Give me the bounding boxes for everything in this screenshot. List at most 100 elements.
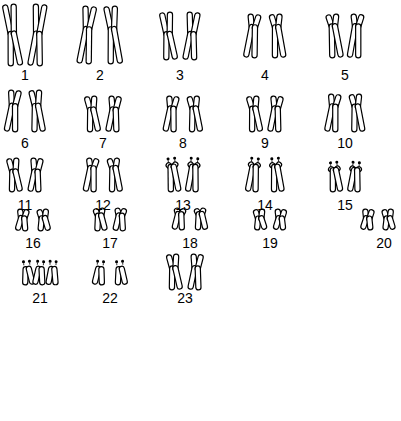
- chromosome: [31, 161, 41, 190]
- satellite: [121, 260, 124, 263]
- chromosome-number: 13: [175, 197, 191, 213]
- chromatid-fill: [45, 218, 48, 228]
- chromosome: [31, 7, 45, 64]
- satellite-stalk: [43, 263, 44, 265]
- chromosome: [94, 260, 105, 283]
- satellite: [335, 161, 338, 164]
- chromosome: [162, 15, 175, 58]
- chromosome: [272, 17, 284, 56]
- chromatid-fill: [122, 269, 125, 282]
- chromosome-pair: [5, 7, 45, 64]
- chromatid-outline: [191, 268, 195, 287]
- chromosome: [350, 17, 362, 56]
- chromatid-fill: [336, 170, 340, 189]
- chromatid-outline: [7, 106, 12, 129]
- chromosome-number: 19: [262, 235, 278, 251]
- chromosome-number: 23: [177, 290, 193, 306]
- chromatid-fill: [276, 109, 280, 130]
- chromatid-fill: [350, 26, 355, 55]
- chromosome: [110, 161, 120, 190]
- chromosome: [197, 211, 205, 228]
- chromosome: [18, 212, 27, 229]
- chromosome: [80, 9, 94, 62]
- chromatid-outline: [16, 171, 20, 189]
- chromatid-fill: [193, 167, 197, 189]
- chromosome-pair: [18, 212, 47, 229]
- chromosome-number: 12: [95, 197, 111, 213]
- satellite-stalk: [168, 160, 169, 162]
- chromosome: [186, 15, 198, 58]
- chromatid-fill: [29, 269, 32, 282]
- chromatid-fill: [80, 29, 86, 61]
- satellite: [190, 157, 193, 160]
- chromatid-outline: [39, 7, 44, 34]
- chromatid-outline: [5, 7, 10, 34]
- chromosome-number: 11: [18, 197, 33, 213]
- chromatid-outline: [23, 218, 26, 228]
- chromatid-outline: [101, 215, 104, 228]
- chromatid-fill: [18, 218, 21, 228]
- chromosome-pair: [246, 17, 283, 56]
- satellite-stalk: [116, 263, 117, 265]
- chromosome: [249, 99, 260, 130]
- chromosome-number: 17: [102, 235, 118, 251]
- chromosome-pair: [247, 157, 282, 190]
- chromatid-outline: [35, 269, 38, 282]
- satellite-stalk: [174, 160, 175, 162]
- chromosome: [39, 212, 47, 229]
- chromatid-fill: [166, 108, 170, 129]
- chromosome-pair: [329, 161, 361, 190]
- chromatid-fill: [202, 214, 205, 227]
- chromatid-fill: [95, 269, 98, 282]
- chromosome: [246, 17, 258, 56]
- chromatid-outline: [363, 218, 366, 227]
- chromatid-outline: [333, 107, 338, 130]
- chromatid-outline: [350, 170, 354, 189]
- chromatid-outline: [121, 216, 124, 229]
- chromatid-outline: [278, 27, 283, 55]
- chromatid-fill: [31, 33, 37, 62]
- satellite: [358, 161, 361, 164]
- chromatid-fill: [281, 219, 284, 228]
- chromosome: [48, 260, 58, 282]
- chromatid-outline: [80, 29, 86, 61]
- chromatid-fill: [13, 106, 18, 129]
- satellite: [257, 157, 260, 160]
- chromosome: [166, 157, 179, 190]
- chromosome-pair: [22, 260, 58, 283]
- satellite-stalk: [97, 263, 98, 265]
- chromosome: [270, 157, 282, 190]
- chromatid-fill: [350, 170, 354, 189]
- chromatid-outline: [166, 108, 170, 129]
- chromosome: [247, 157, 260, 190]
- chromatid-fill: [114, 29, 120, 61]
- chromatid-outline: [114, 29, 120, 61]
- chromosome-number: 7: [99, 135, 107, 151]
- chromatid-outline: [31, 171, 35, 189]
- chromatid-fill: [358, 106, 362, 129]
- chromosome: [276, 212, 284, 228]
- chromatid-fill: [356, 170, 360, 189]
- satellite: [351, 161, 354, 164]
- chromosome: [349, 161, 361, 190]
- chromatid-outline: [255, 108, 259, 129]
- satellite-stalk: [278, 160, 279, 162]
- chromatid-fill: [91, 168, 95, 189]
- chromatid-fill: [186, 34, 191, 57]
- chromosome-number: 3: [176, 67, 184, 83]
- chromatid-outline: [170, 34, 175, 57]
- chromosome: [96, 211, 105, 229]
- chromatid-fill: [11, 7, 16, 34]
- chromosome: [329, 161, 341, 190]
- satellite-stalk: [122, 263, 123, 265]
- chromatid-fill: [86, 29, 92, 61]
- satellite: [28, 260, 31, 263]
- chromosome-pair: [256, 212, 285, 228]
- chromatid-outline: [122, 269, 125, 282]
- chromosome: [116, 211, 124, 229]
- satellite-stalk: [197, 160, 198, 162]
- chromatid-outline: [252, 27, 257, 55]
- chromatid-fill: [196, 108, 200, 129]
- chromosome-number: 18: [182, 235, 198, 251]
